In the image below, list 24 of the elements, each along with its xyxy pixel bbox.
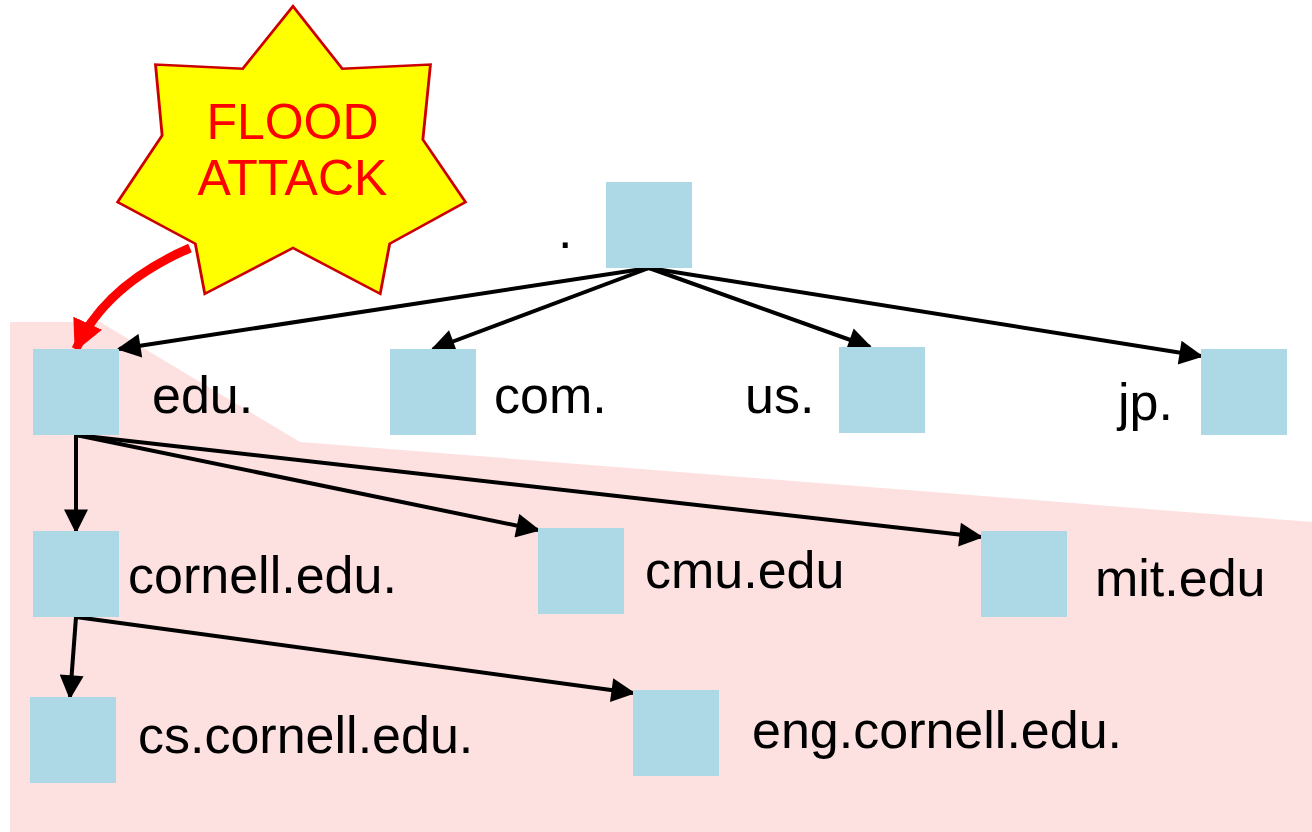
domain-label: edu. xyxy=(152,365,254,425)
callout-text: FLOOD ATTACK xyxy=(196,94,389,206)
domain-label: eng.cornell.edu. xyxy=(752,700,1123,760)
domain-label: com. xyxy=(494,365,607,425)
node-square xyxy=(390,349,476,435)
domain-label: cmu.edu xyxy=(645,540,845,600)
domain-label: cs.cornell.edu. xyxy=(138,705,474,765)
domain-label: jp. xyxy=(1118,372,1173,432)
node-square xyxy=(33,349,119,435)
node-square xyxy=(633,690,719,776)
domain-label: cornell.edu. xyxy=(128,545,397,605)
node-square xyxy=(33,531,119,617)
domain-label: . xyxy=(558,200,573,260)
domain-label: mit.edu xyxy=(1095,548,1266,608)
domain-label: us. xyxy=(745,365,815,425)
node-square xyxy=(839,347,925,433)
node-square xyxy=(538,528,624,614)
node-square xyxy=(30,697,116,783)
attack-arrow xyxy=(71,243,192,352)
arrow xyxy=(64,435,88,534)
arrow xyxy=(59,616,84,700)
node-square xyxy=(606,182,692,268)
node-square xyxy=(981,531,1067,617)
node-square xyxy=(1201,349,1287,435)
